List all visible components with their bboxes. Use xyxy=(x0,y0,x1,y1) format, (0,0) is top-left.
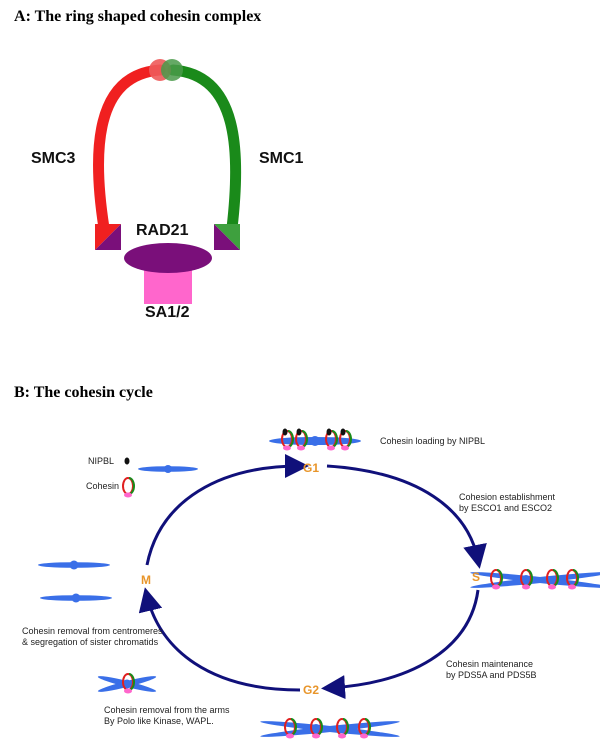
g1-nipbl-3 xyxy=(326,428,332,436)
s-chromatid-pair xyxy=(470,569,600,591)
legend-chromatid xyxy=(138,465,198,473)
note-centromeres-line2: & segregation of sister chromatids xyxy=(22,637,159,647)
g2-chromatid-group xyxy=(260,718,400,740)
cycle-arrow-g2-to-m xyxy=(138,587,301,692)
phase-label-s: S xyxy=(472,570,481,584)
panel-a-letter: A xyxy=(14,8,26,25)
note-establishment: Cohesion establishment by ESCO1 and ESCO… xyxy=(459,492,555,514)
rad21-subunit xyxy=(124,243,212,273)
note-arms-line2: By Polo like Kinase, WAPL. xyxy=(104,716,214,726)
m-chromatid-bottom xyxy=(40,593,112,603)
smc1-arm xyxy=(167,64,242,234)
s-cohesin-4 xyxy=(566,569,579,591)
panel-b-title-text: : The cohesin cycle xyxy=(24,384,153,401)
sa-label: SA1/2 xyxy=(145,304,190,321)
cycle-arrow-m-to-g1 xyxy=(145,454,309,566)
note-establishment-line1: Cohesion establishment xyxy=(459,492,556,502)
g1-chromatid-group xyxy=(269,428,361,452)
smc3-head-purple xyxy=(95,224,121,250)
phase-label-g1: G1 xyxy=(303,461,320,475)
g2-centromere xyxy=(311,724,321,734)
g1-nipbl-4 xyxy=(340,428,346,436)
s-chromatid-group xyxy=(470,569,600,591)
note-arms-removal: Cohesin removal from the arms By Polo li… xyxy=(104,705,230,727)
phase-label-g2: G2 xyxy=(303,683,320,697)
note-arms-line1: Cohesin removal from the arms xyxy=(104,705,230,715)
g2-chromatid-pair xyxy=(260,718,400,740)
g1-nipbl-1 xyxy=(282,428,288,436)
smc1-label: SMC1 xyxy=(259,150,304,167)
g2-cohesin-1 xyxy=(284,718,297,740)
m-chromatid-top xyxy=(38,560,110,570)
note-maintenance: Cohesin maintenance by PDS5A and PDS5B xyxy=(446,659,537,681)
panel-a-title: A: The ring shaped cohesin complex xyxy=(14,8,261,26)
note-establishment-line2: by ESCO1 and ESCO2 xyxy=(459,503,553,513)
note-loading: Cohesin loading by NIPBL xyxy=(380,436,486,446)
g2-cohesin-4 xyxy=(358,718,371,740)
panel-a-title-text: : The ring shaped cohesin complex xyxy=(25,8,262,25)
legend-nipbl-icon xyxy=(124,457,130,465)
smc1-hinge xyxy=(161,59,183,81)
legend-cohesin-label: Cohesin xyxy=(86,481,120,491)
panel-b-letter: B xyxy=(14,384,25,401)
s-centromere xyxy=(521,575,531,585)
legend-nipbl-label: NIPBL xyxy=(88,456,115,466)
panel-b-title: B: The cohesin cycle xyxy=(14,384,153,402)
g1-nipbl-2 xyxy=(296,428,302,436)
arms-removal-group xyxy=(97,673,157,695)
note-centromere-removal: Cohesin removal from centromeres & segre… xyxy=(22,626,163,648)
cohesin-ring-diagram xyxy=(92,59,242,304)
note-centromeres-line1: Cohesin removal from centromeres xyxy=(22,626,163,636)
cycle-arrow-s-to-g2 xyxy=(321,589,480,700)
smc3-arm xyxy=(92,64,166,234)
smc1-head-purple xyxy=(214,224,240,250)
phase-label-m: M xyxy=(141,573,151,587)
legend-cohesin-icon xyxy=(122,477,135,499)
rad21-label: RAD21 xyxy=(136,222,189,239)
cycle-arrow-g1-to-s xyxy=(326,464,487,569)
smc3-label: SMC3 xyxy=(31,150,76,167)
g1-centromere xyxy=(310,436,320,446)
note-maintenance-line1: Cohesin maintenance xyxy=(446,659,534,669)
note-maintenance-line2: by PDS5A and PDS5B xyxy=(446,670,537,680)
